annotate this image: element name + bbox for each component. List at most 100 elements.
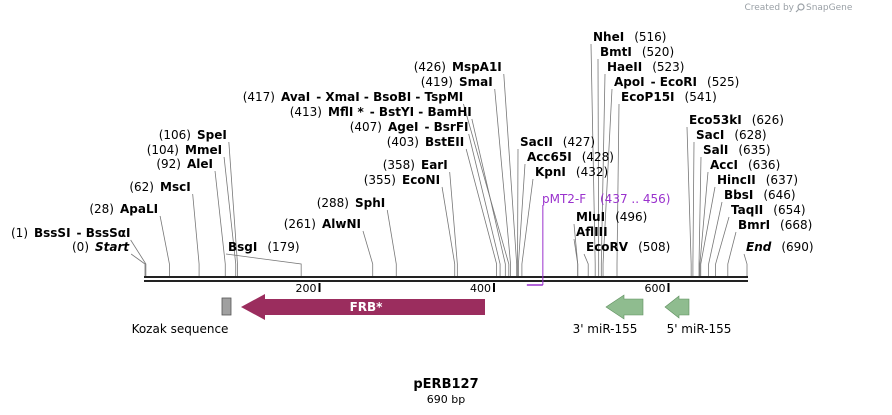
site-bssSI-position: (1) bbox=[11, 226, 28, 240]
site-bbsI-position: (646) bbox=[763, 188, 795, 202]
site-mflI-position: (413) bbox=[290, 105, 322, 119]
site-bmrI-label: BmrI(668) bbox=[738, 218, 812, 232]
site-acc65I-name: Acc65I bbox=[527, 150, 572, 164]
site-bsgI-label: BsgI(179) bbox=[228, 240, 300, 254]
site-bmtI-position: (520) bbox=[642, 45, 674, 59]
site-mspA1I-name: MspA1I bbox=[452, 60, 502, 74]
site-smaI-name: SmaI bbox=[459, 75, 493, 89]
plasmid-size: 690 bp bbox=[427, 393, 465, 406]
site-apaLI-position: (28) bbox=[89, 202, 114, 216]
site-aleI-label: AleI bbox=[187, 157, 213, 171]
site-aleI-name: AleI bbox=[187, 157, 213, 171]
feature-frb-label: FRB* bbox=[350, 300, 384, 314]
site-end-name: End bbox=[746, 240, 772, 254]
feature-3-mir155-arrow bbox=[605, 294, 644, 320]
site-ecoRV-leader bbox=[583, 253, 589, 276]
site-bbsI-leader bbox=[708, 201, 723, 276]
site-salI-name: SalI bbox=[703, 143, 728, 157]
site-ecoNI-leader bbox=[441, 186, 456, 276]
site-mscI-label: MscI bbox=[160, 180, 191, 194]
site-salI-label: SalI(635) bbox=[703, 143, 771, 157]
site-ageI-position: (407) bbox=[350, 120, 382, 134]
site-end-label: End (690) bbox=[746, 240, 814, 254]
site-sacII-position: (427) bbox=[563, 135, 595, 149]
site-taqII-position: (654) bbox=[773, 203, 805, 217]
site-sacI-name: SacI bbox=[696, 128, 724, 142]
site-start-label: Start bbox=[95, 240, 130, 254]
site-apaLI-label: ApaLI bbox=[120, 202, 158, 216]
site-accI-leader bbox=[699, 171, 709, 276]
plasmid-name: pERB127 bbox=[413, 377, 478, 392]
site-accI-label: AccI (636) bbox=[710, 158, 780, 172]
site-avaI-name: AvaI bbox=[281, 90, 310, 104]
site-taqII-name: TaqII bbox=[731, 203, 763, 217]
site-aleI-leader bbox=[214, 170, 226, 276]
site-ecoP15I-name: EcoP15I bbox=[621, 90, 675, 104]
site-accI-position: (636) bbox=[748, 158, 780, 172]
credit-text: Created by bbox=[744, 3, 794, 13]
site-ageI-leader bbox=[468, 133, 501, 276]
site-mmeI-leader bbox=[223, 156, 237, 276]
site-accI-name: AccI bbox=[710, 158, 738, 172]
feature-kozak-box bbox=[221, 297, 232, 316]
site-smaI-leader bbox=[494, 88, 511, 276]
site-ecoP15I-position: (541) bbox=[685, 90, 717, 104]
feature-frb-arrow bbox=[241, 294, 485, 320]
credit-brand: SnapGene bbox=[806, 3, 853, 13]
site-ageI-extra: - BsrFI bbox=[424, 120, 468, 134]
site-bstEII-name: BstEII bbox=[425, 135, 464, 149]
site-sacII-label: SacII(427) bbox=[520, 135, 595, 149]
site-bmtI-leader bbox=[597, 58, 600, 276]
site-sphI-label: SphI bbox=[355, 196, 385, 210]
site-bmrI-leader bbox=[727, 231, 737, 276]
site-ageI-name: AgeI bbox=[388, 120, 418, 134]
site-apoI-label: ApoI- EcoRI(525) bbox=[614, 75, 739, 89]
site-apaLI-name: ApaLI bbox=[120, 202, 158, 216]
feature-5-mir155-arrow bbox=[664, 295, 690, 319]
site-avaI-position: (417) bbox=[243, 90, 275, 104]
primer-range: (437 .. 456) bbox=[600, 192, 670, 206]
site-bmrI-name: BmrI bbox=[738, 218, 770, 232]
site-bstEII-label: BstEII bbox=[425, 135, 464, 149]
site-acc65I-leader bbox=[518, 163, 526, 276]
site-eco53kI-position: (626) bbox=[752, 113, 784, 127]
site-bsgI-leader bbox=[225, 253, 302, 276]
site-sphI-position: (288) bbox=[317, 196, 349, 210]
site-sphI-leader bbox=[386, 209, 397, 276]
site-nheI-position: (516) bbox=[634, 30, 666, 44]
site-eco53kI-label: Eco53kI (626) bbox=[689, 113, 784, 127]
site-mmeI-label: MmeI bbox=[185, 143, 222, 157]
site-apaLI-leader bbox=[159, 215, 170, 276]
site-earI-label: EarI bbox=[421, 158, 448, 172]
feature-5-mir155-label: 5' miR-155 bbox=[667, 322, 732, 336]
site-alwNI-name: AlwNI bbox=[322, 217, 361, 231]
site-kpnI-leader bbox=[521, 178, 534, 276]
site-haeII-label: HaeII(523) bbox=[607, 60, 685, 74]
primer-pmt2-f: pMT2-F(437 .. 456) bbox=[526, 192, 670, 286]
cut-site-leaders bbox=[130, 43, 748, 276]
site-ecoNI-name: EcoNI bbox=[402, 173, 440, 187]
site-bssSI-leader bbox=[130, 239, 147, 276]
site-mluI-position: (496) bbox=[615, 210, 647, 224]
site-bsgI-name: BsgI bbox=[228, 240, 257, 254]
site-mmeI-name: MmeI bbox=[185, 143, 222, 157]
site-mflI-leader bbox=[471, 118, 506, 276]
site-apoI-leader bbox=[602, 88, 613, 276]
feature-3-mir155-label: 3' miR-155 bbox=[573, 322, 638, 336]
site-end-leader bbox=[743, 253, 748, 276]
site-smaI-label: SmaI bbox=[459, 75, 493, 89]
site-nheI-name: NheI bbox=[593, 30, 624, 44]
site-eco53kI-name: Eco53kI bbox=[689, 113, 742, 127]
feature-kozak-label: Kozak sequence bbox=[132, 322, 229, 336]
site-start-leader bbox=[130, 253, 146, 276]
site-taqII-label: TaqII (654) bbox=[731, 203, 806, 217]
site-mscI-name: MscI bbox=[160, 180, 191, 194]
site-bbsI-label: BbsI(646) bbox=[724, 188, 796, 202]
site-end-position: (690) bbox=[781, 240, 813, 254]
site-smaI-position: (419) bbox=[421, 75, 453, 89]
site-start-position: (0) bbox=[72, 240, 89, 254]
site-sacI-position: (628) bbox=[734, 128, 766, 142]
site-acc65I-label: Acc65I(428) bbox=[527, 150, 614, 164]
site-speI-leader bbox=[228, 141, 238, 276]
